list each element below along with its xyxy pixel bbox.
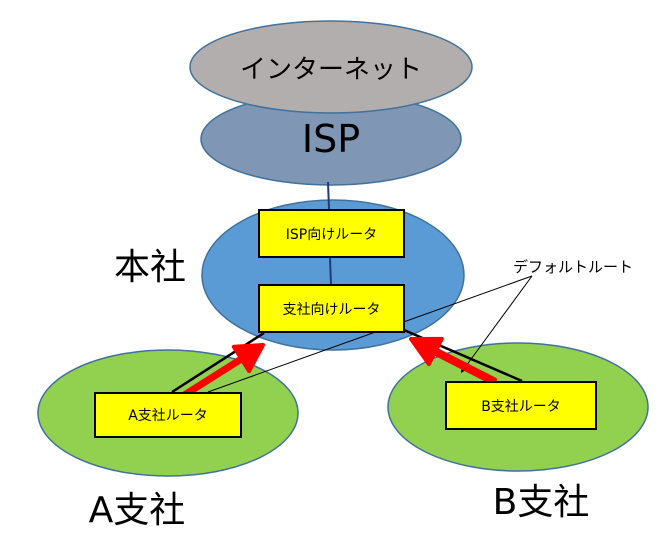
- branch-a-label: A支社: [88, 490, 186, 531]
- callout-line-b: [465, 275, 533, 367]
- internet-label: インターネット: [239, 54, 422, 85]
- branch-a-router-box: A支社ルータ: [94, 392, 242, 438]
- branch-router-box: 支社向けルータ: [258, 284, 405, 333]
- hq-label: 本社: [113, 247, 186, 288]
- default-route-annotation: デフォルトルート: [513, 257, 634, 276]
- hq-internal-line: [329, 257, 332, 286]
- branch-b-label: B支社: [492, 482, 590, 523]
- link-a-to-hq: [171, 331, 265, 394]
- isp-label: ISP: [301, 117, 361, 161]
- internet-ellipse: [189, 20, 473, 114]
- callout-line-a: [207, 275, 533, 393]
- branch-b-router-box: B支社ルータ: [445, 381, 597, 430]
- default-route-arrow-b: [409, 336, 497, 386]
- isp-uplink-line: [327, 181, 330, 210]
- isp-router-box: ISP向けルータ: [258, 209, 405, 258]
